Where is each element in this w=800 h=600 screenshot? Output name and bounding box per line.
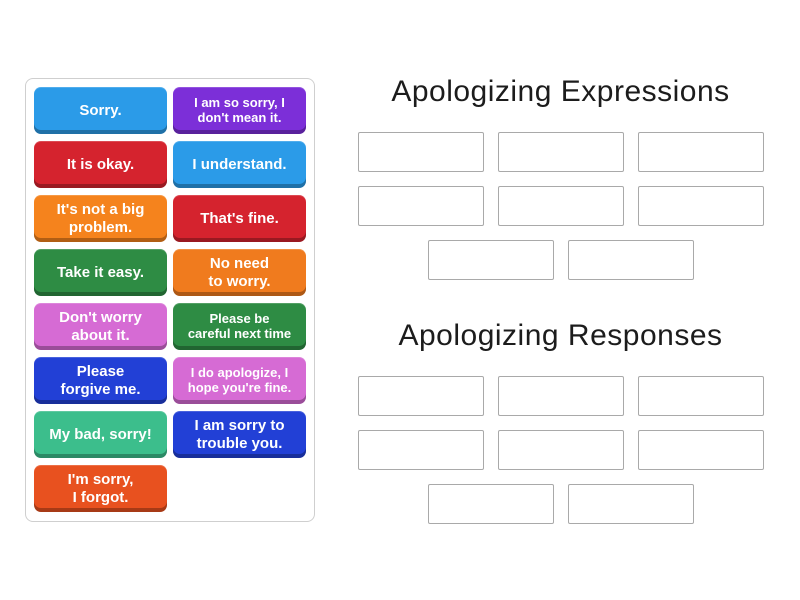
group-title-expressions: Apologizing Expressions [391, 75, 730, 108]
word-tile[interactable]: Take it easy. [34, 249, 167, 296]
word-tile[interactable]: I do apologize, I hope you're fine. [173, 357, 306, 404]
group-title-responses: Apologizing Responses [398, 319, 723, 352]
answer-slot[interactable] [427, 484, 554, 524]
answer-slot[interactable] [357, 430, 484, 470]
word-tile[interactable]: It is okay. [34, 141, 167, 188]
answer-slot[interactable] [497, 376, 624, 416]
answer-slot[interactable] [637, 430, 764, 470]
answer-slot[interactable] [567, 240, 694, 280]
word-tile[interactable]: Don't worry about it. [34, 303, 167, 350]
group-expressions: Apologizing Expressions [357, 74, 764, 280]
word-tile[interactable]: No need to worry. [173, 249, 306, 296]
word-tile[interactable]: Please forgive me. [34, 357, 167, 404]
word-tile[interactable]: I am so sorry, I don't mean it. [173, 87, 306, 134]
answer-slot[interactable] [637, 376, 764, 416]
expressions-slot-grid [357, 132, 764, 280]
word-tile[interactable]: It's not a big problem. [34, 195, 167, 242]
word-bank-panel: Sorry. I am so sorry, I don't mean it. I… [25, 78, 315, 522]
word-tile[interactable]: I am sorry to trouble you. [173, 411, 306, 458]
answer-slot[interactable] [357, 376, 484, 416]
group-responses: Apologizing Responses [357, 280, 764, 524]
answer-slot[interactable] [497, 430, 624, 470]
answer-slot[interactable] [357, 132, 484, 172]
answer-slot[interactable] [567, 484, 694, 524]
word-tile[interactable]: My bad, sorry! [34, 411, 167, 458]
answer-slot[interactable] [637, 186, 764, 226]
word-tile[interactable]: Sorry. [34, 87, 167, 134]
answer-slot[interactable] [497, 132, 624, 172]
word-tile[interactable]: I'm sorry, I forgot. [34, 465, 167, 512]
answer-slot[interactable] [427, 240, 554, 280]
groups-area: Apologizing Expressions Apologizing Resp… [357, 74, 764, 524]
word-tile[interactable]: Please be careful next time [173, 303, 306, 350]
word-tile[interactable]: That's fine. [173, 195, 306, 242]
answer-slot[interactable] [637, 132, 764, 172]
answer-slot[interactable] [357, 186, 484, 226]
answer-slot[interactable] [497, 186, 624, 226]
word-tile[interactable]: I understand. [173, 141, 306, 188]
responses-slot-grid [357, 376, 764, 524]
